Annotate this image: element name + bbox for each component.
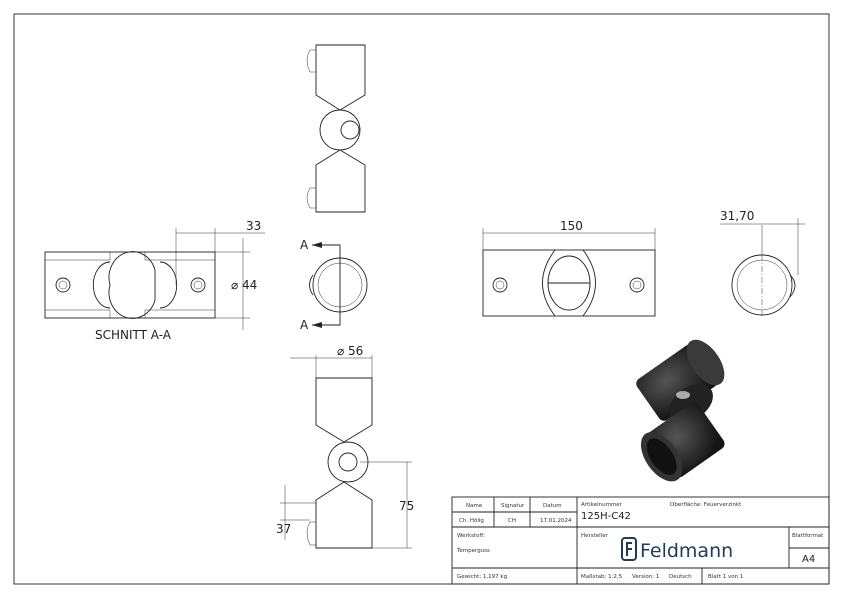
blatt: Blatt 1 von 1 [708,574,743,580]
blattformat-label: Blattformat [792,533,824,539]
dim-31-70: 31,70 [720,209,754,223]
dim-75: 75 [399,499,414,513]
datum-header: Datum [543,503,562,509]
gewicht: Gewicht: 1,197 kg [457,574,507,580]
side-view: 31,70 [720,209,805,316]
massstab: Maßstab: 1:2,5 [581,574,623,580]
section-label: SCHNITT A-A [95,328,172,342]
dim-37: 37 [276,522,291,536]
dim-diameter-56: ⌀ 56 [337,344,363,358]
cut-label-bottom: A [300,318,309,332]
oberflaeche: Oberfläche: Feuerverzinkt [670,502,742,508]
artikelnummer-value: 125H-C42 [581,511,631,522]
front-view: 150 [482,219,656,317]
name-header: Name [466,503,483,509]
front-circle-view: A A [300,238,368,332]
feldmann-logo: Feldmann [621,537,733,562]
hersteller-label: Hersteller [581,533,609,539]
3d-render [636,339,725,482]
datum-value: 17.01.2024 [540,518,572,524]
cut-label-top: A [300,238,309,252]
werkstoff-value: Temperguss [456,548,490,554]
werkstoff-label: Werkstoff: [457,533,485,539]
top-view [306,44,366,213]
version: Version: 1 [632,574,659,580]
signatur-value: CH [508,518,516,524]
title-block: Name Signatur Datum Ch. Hölig CH 17.01.2… [451,496,830,585]
dim-diameter-44: ⌀ 44 [231,278,257,292]
dim-33: 33 [246,219,261,233]
blattformat-value: A4 [802,554,815,565]
signatur-header: Signatur [501,503,525,509]
artikelnummer-label: Artikelnummer [581,502,623,508]
sheet-border [13,13,830,585]
sprache: Deutsch [669,574,692,580]
section-a-a: 33 ⌀ 44 SCHNITT A-A [44,219,265,342]
bottom-view: ⌀ 56 75 37 [276,344,414,549]
logo-text: Feldmann [640,540,733,562]
dim-150: 150 [560,219,583,233]
name-value: Ch. Hölig [459,518,484,524]
